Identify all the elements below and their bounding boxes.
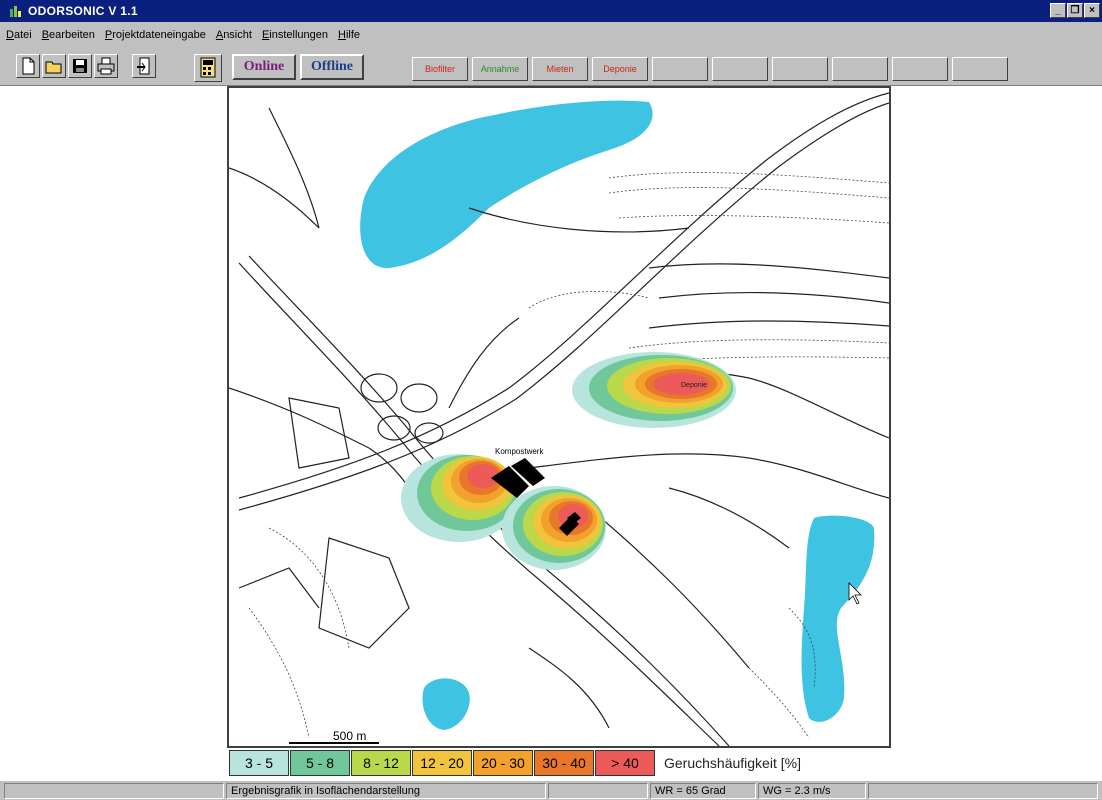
new-file-icon — [22, 57, 35, 75]
status-pane-empty — [548, 783, 648, 799]
layer-empty-button[interactable] — [772, 57, 828, 81]
legend-class-7: > 40 — [595, 750, 655, 776]
contour-lines — [248, 172, 889, 739]
calculator-icon — [200, 57, 216, 78]
label-deponie: Deponie — [681, 382, 707, 389]
legend: 3 - 5 5 - 8 8 - 12 12 - 20 20 - 30 30 - … — [229, 750, 801, 776]
road-network — [229, 92, 889, 746]
app-logo-icon — [10, 6, 21, 17]
window-controls: _ ❐ × — [1049, 3, 1100, 18]
minimize-button[interactable]: _ — [1050, 3, 1066, 18]
layer-empty-button[interactable] — [892, 57, 948, 81]
layer-empty-button[interactable] — [712, 57, 768, 81]
status-wind-speed: WG = 2.3 m/s — [758, 783, 866, 799]
status-message: Ergebnisgrafik in Isoflächendarstellung — [226, 783, 546, 799]
print-button[interactable] — [94, 54, 118, 78]
printer-icon — [97, 57, 115, 75]
menu-hilfe[interactable]: Hilfe — [338, 29, 361, 41]
layer-empty-button[interactable] — [952, 57, 1008, 81]
exit-door-icon — [137, 57, 150, 75]
layer-annahme-button[interactable]: Annahme — [472, 57, 528, 81]
open-file-button[interactable] — [42, 54, 66, 78]
layer-deponie-button[interactable]: Deponie — [592, 57, 648, 81]
save-disk-icon — [73, 59, 87, 73]
map-canvas[interactable]: Kompostwerk Deponie 500 m — [229, 88, 889, 746]
open-folder-icon — [45, 61, 62, 74]
online-button[interactable]: Online — [232, 54, 296, 80]
pond-south — [422, 678, 470, 730]
legend-title: Geruchshäufigkeit [%] — [664, 755, 801, 771]
restore-button[interactable]: ❐ — [1067, 3, 1083, 18]
toolbar: Online Offline Biofilter Annahme Mieten … — [0, 48, 1102, 86]
offline-button[interactable]: Offline — [300, 54, 364, 80]
menu-bearbeiten[interactable]: Bearbeiten — [41, 29, 95, 41]
menu-ansicht[interactable]: Ansicht — [215, 29, 252, 41]
scale-bar: 500 m — [289, 729, 379, 744]
new-file-button[interactable] — [16, 54, 40, 78]
layer-mieten-button[interactable]: Mieten — [532, 57, 588, 81]
mouse-cursor-icon — [848, 582, 862, 605]
status-wind-direction: WR = 65 Grad — [650, 783, 756, 799]
lake-north — [360, 100, 653, 269]
legend-class-6: 30 - 40 — [534, 750, 594, 776]
layer-empty-button[interactable] — [652, 57, 708, 81]
odour-plume-kompostwerk-south — [502, 486, 606, 570]
label-kompostwerk: Kompostwerk — [495, 447, 544, 456]
calculator-button[interactable] — [194, 54, 222, 82]
lake-east — [801, 515, 875, 722]
exit-button[interactable] — [132, 54, 156, 78]
menu-bar: Datei Bearbeiten Projektdateneingabe Ans… — [0, 22, 1102, 48]
legend-class-3: 8 - 12 — [351, 750, 411, 776]
layer-empty-button[interactable] — [832, 57, 888, 81]
status-bar: Ergebnisgrafik in Isoflächendarstellung … — [0, 780, 1102, 800]
scale-label: 500 m — [333, 729, 366, 743]
legend-class-1: 3 - 5 — [229, 750, 289, 776]
map-view[interactable]: Kompostwerk Deponie 500 m — [227, 86, 891, 748]
layer-biofilter-button[interactable]: Biofilter — [412, 57, 468, 81]
close-button[interactable]: × — [1084, 3, 1100, 18]
kompostwerk-buildings — [491, 458, 581, 536]
status-pane-empty — [868, 783, 1098, 799]
title-bar: ODORSONIC V 1.1 _ ❐ × — [0, 0, 1102, 22]
legend-class-5: 20 - 30 — [473, 750, 533, 776]
odour-plume-kompostwerk-west — [401, 454, 517, 542]
menu-projektdateneingabe[interactable]: Projektdateneingabe — [104, 29, 206, 41]
legend-class-2: 5 - 8 — [290, 750, 350, 776]
window-title: ODORSONIC V 1.1 — [28, 4, 138, 18]
odour-plume-deponie — [572, 352, 736, 428]
status-pane-empty — [4, 783, 224, 799]
menu-datei[interactable]: Datei — [6, 29, 32, 41]
save-button[interactable] — [68, 54, 92, 78]
legend-class-4: 12 - 20 — [412, 750, 472, 776]
menu-einstellungen[interactable]: Einstellungen — [261, 29, 328, 41]
